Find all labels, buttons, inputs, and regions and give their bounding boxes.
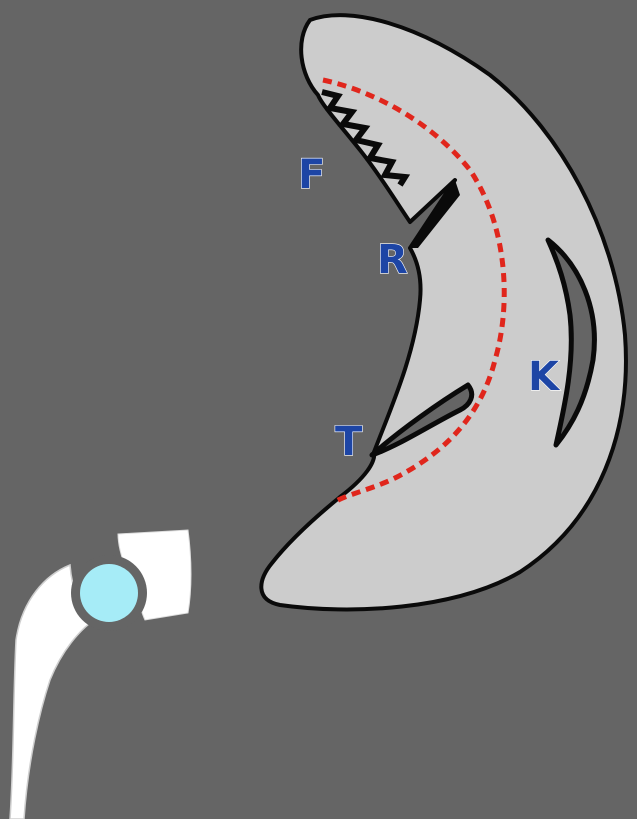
label-k: K	[528, 354, 561, 400]
label-t: T	[335, 419, 363, 465]
label-r: R	[377, 237, 408, 283]
joint-illustration	[10, 530, 191, 819]
label-f: F	[298, 152, 325, 198]
ball-joint	[80, 564, 138, 622]
